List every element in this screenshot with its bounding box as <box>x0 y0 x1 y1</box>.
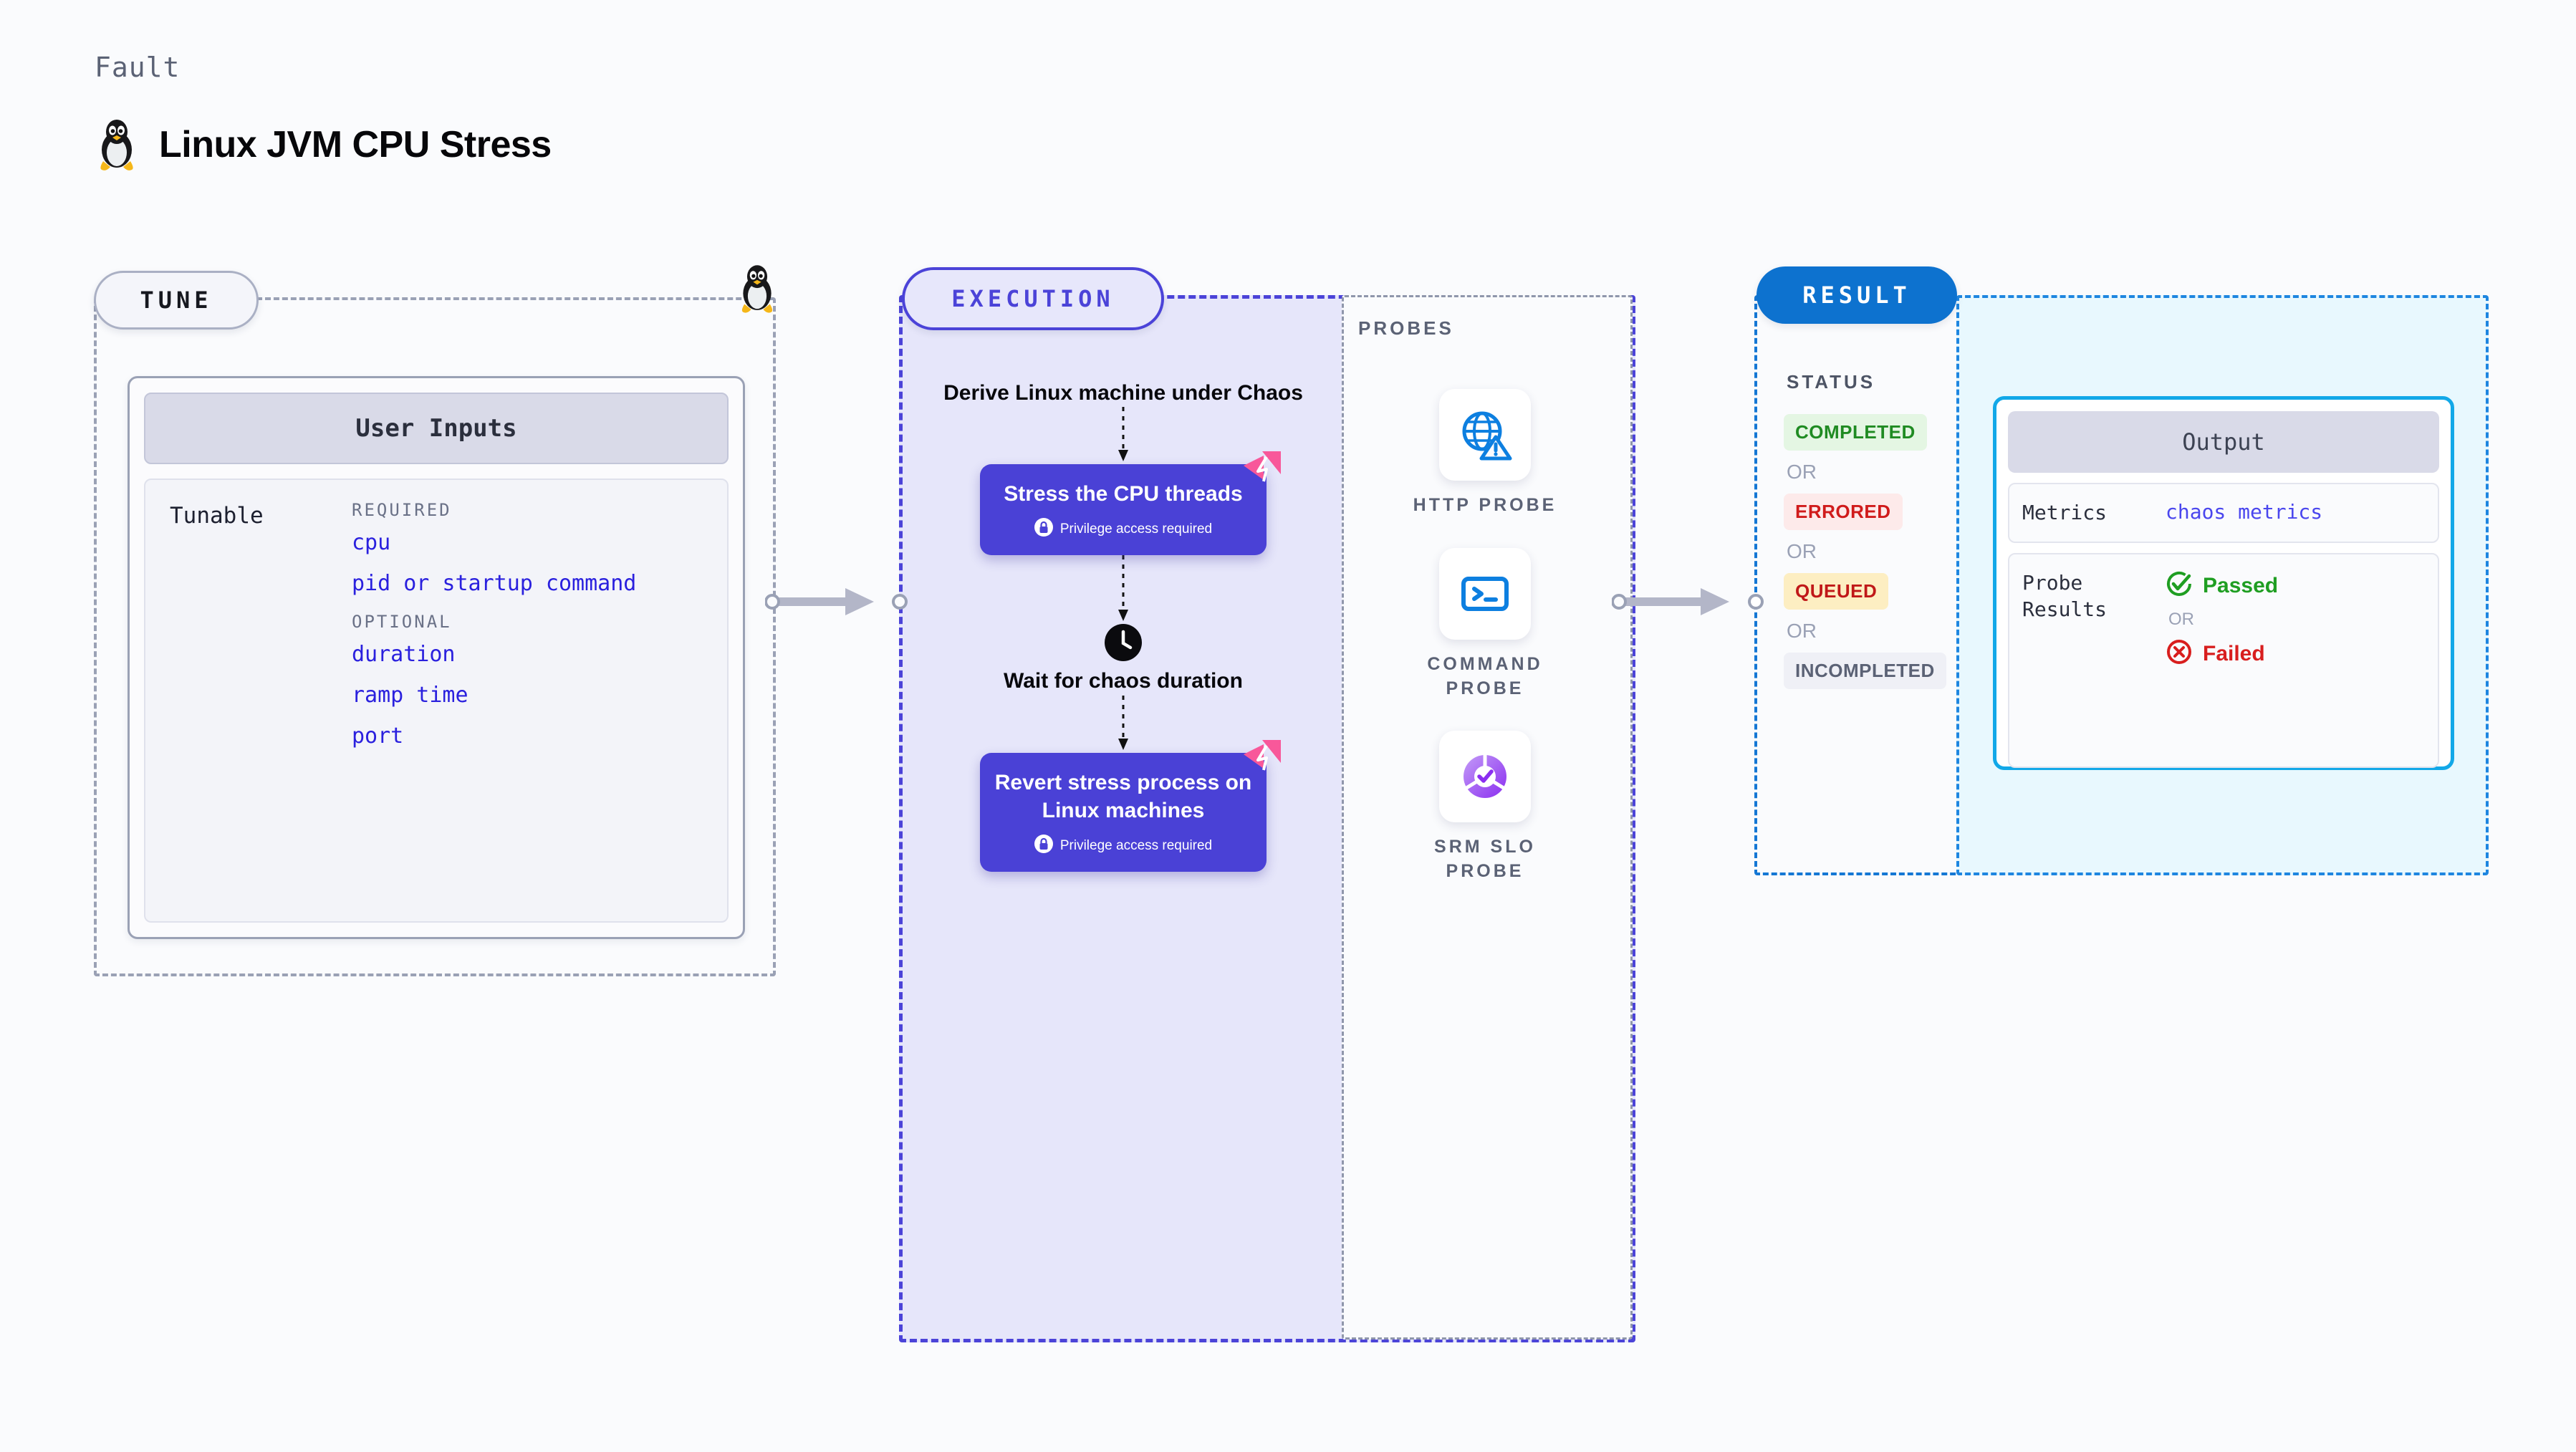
tunable-item-port[interactable]: port <box>352 723 404 749</box>
status-list: COMPLETED OR ERRORED OR QUEUED OR INCOMP… <box>1784 414 1948 689</box>
privilege-row: Privilege access required <box>991 834 1255 857</box>
status-badge-errored: ERRORED <box>1784 494 1903 530</box>
flow-arrow-down-icon <box>1118 555 1128 622</box>
tunable-item-duration[interactable]: duration <box>352 642 456 667</box>
page-title-row: Linux JVM CPU Stress <box>95 118 552 171</box>
tunable-item-pid[interactable]: pid or startup command <box>352 571 637 596</box>
lock-icon <box>1034 834 1053 857</box>
wait-clock-icon <box>923 624 1324 665</box>
tune-badge[interactable]: TUNE <box>94 271 259 330</box>
privilege-row: Privilege access required <box>991 518 1255 541</box>
status-badge-completed: COMPLETED <box>1784 414 1927 451</box>
output-metrics-value[interactable]: chaos metrics <box>2166 500 2323 524</box>
execution-step-stress-card[interactable]: Stress the CPU threads Privilege access … <box>980 451 1281 556</box>
probe-result-passed: Passed <box>2166 570 2278 601</box>
output-probe-key: Probe Results <box>2022 571 2108 621</box>
probe-http[interactable]: HTTP PROBE <box>1392 389 1578 518</box>
tunable-group-required-label: REQUIRED <box>352 500 452 520</box>
probe-command-label: COMMAND PROBE <box>1427 654 1543 698</box>
status-or-3: OR <box>1787 620 1817 642</box>
flow-arrow-down-icon <box>1118 407 1128 462</box>
linux-tux-marker-icon <box>736 264 778 317</box>
user-inputs-title: User Inputs <box>144 393 729 464</box>
probe-srm-slo[interactable]: SRM SLO PROBE <box>1392 731 1578 884</box>
globe-warning-icon <box>1439 389 1531 481</box>
output-metrics-key: Metrics <box>2022 501 2108 524</box>
fault-marker-icon <box>1242 450 1282 491</box>
output-card: Output Metrics chaos metrics Probe Resul… <box>1993 396 2454 770</box>
probes-title: PROBES <box>1358 317 1454 339</box>
privilege-text: Privilege access required <box>1059 837 1213 853</box>
tunable-box: Tunable REQUIRED cpu pid or startup comm… <box>144 479 729 923</box>
connector-tune-to-execution <box>764 584 908 623</box>
execution-step-revert-card[interactable]: Revert stress process on Linux machines … <box>980 739 1281 872</box>
user-inputs-card: User Inputs Tunable REQUIRED cpu pid or … <box>128 376 745 939</box>
tunable-label: Tunable <box>170 503 264 529</box>
output-metrics-row: Metrics chaos metrics <box>2008 483 2439 544</box>
page-title: Linux JVM CPU Stress <box>159 124 552 165</box>
output-probe-values: Passed OR Failed <box>2166 570 2278 669</box>
probe-result-passed-text: Passed <box>2203 573 2279 597</box>
probe-http-label: HTTP PROBE <box>1413 495 1557 515</box>
tunable-item-cpu[interactable]: cpu <box>352 530 391 555</box>
output-title: Output <box>2008 411 2439 473</box>
execution-step-revert-text: Revert stress process on Linux machines <box>994 770 1252 822</box>
probe-result-or: OR <box>2168 610 2194 630</box>
result-badge[interactable]: RESULT <box>1756 266 1957 324</box>
flow-arrow-down-icon <box>1118 695 1128 750</box>
probe-command[interactable]: COMMAND PROBE <box>1392 548 1578 701</box>
probe-result-failed: Failed <box>2166 638 2278 669</box>
execution-flow: Derive Linux machine under Chaos Stress … <box>923 380 1324 872</box>
execution-step-stress-text: Stress the CPU threads <box>1004 482 1243 506</box>
fault-marker-icon <box>1242 739 1282 779</box>
slo-donut-check-icon <box>1439 731 1531 822</box>
tune-panel <box>94 297 776 976</box>
execution-badge[interactable]: EXECUTION <box>902 267 1164 330</box>
output-probe-results-row: Probe Results Passed OR <box>2008 553 2439 769</box>
terminal-icon <box>1439 548 1531 640</box>
status-badge-queued: QUEUED <box>1784 573 1889 610</box>
status-or-2: OR <box>1787 540 1817 562</box>
status-or-1: OR <box>1787 461 1817 483</box>
execution-step-wait-text: Wait for chaos duration <box>1004 669 1243 693</box>
check-circle-icon <box>2166 570 2193 601</box>
tunable-item-ramp-time[interactable]: ramp time <box>352 683 468 708</box>
tunable-group-optional-label: OPTIONAL <box>352 612 452 632</box>
x-circle-icon <box>2166 638 2193 669</box>
linux-tux-icon <box>95 118 139 171</box>
privilege-text: Privilege access required <box>1059 521 1213 537</box>
fault-kicker: Fault <box>95 52 181 83</box>
status-title: STATUS <box>1787 371 1876 393</box>
execution-step-derive-text: Derive Linux machine under Chaos <box>943 381 1303 405</box>
probe-result-failed-text: Failed <box>2203 641 2265 665</box>
tunable-list: REQUIRED cpu pid or startup command OPTI… <box>352 500 636 764</box>
status-badge-incompleted: INCOMPLETED <box>1784 653 1946 689</box>
connector-execution-to-result <box>1611 584 1766 623</box>
probe-srm-slo-label: SRM SLO PROBE <box>1434 837 1536 881</box>
lock-icon <box>1034 518 1053 541</box>
